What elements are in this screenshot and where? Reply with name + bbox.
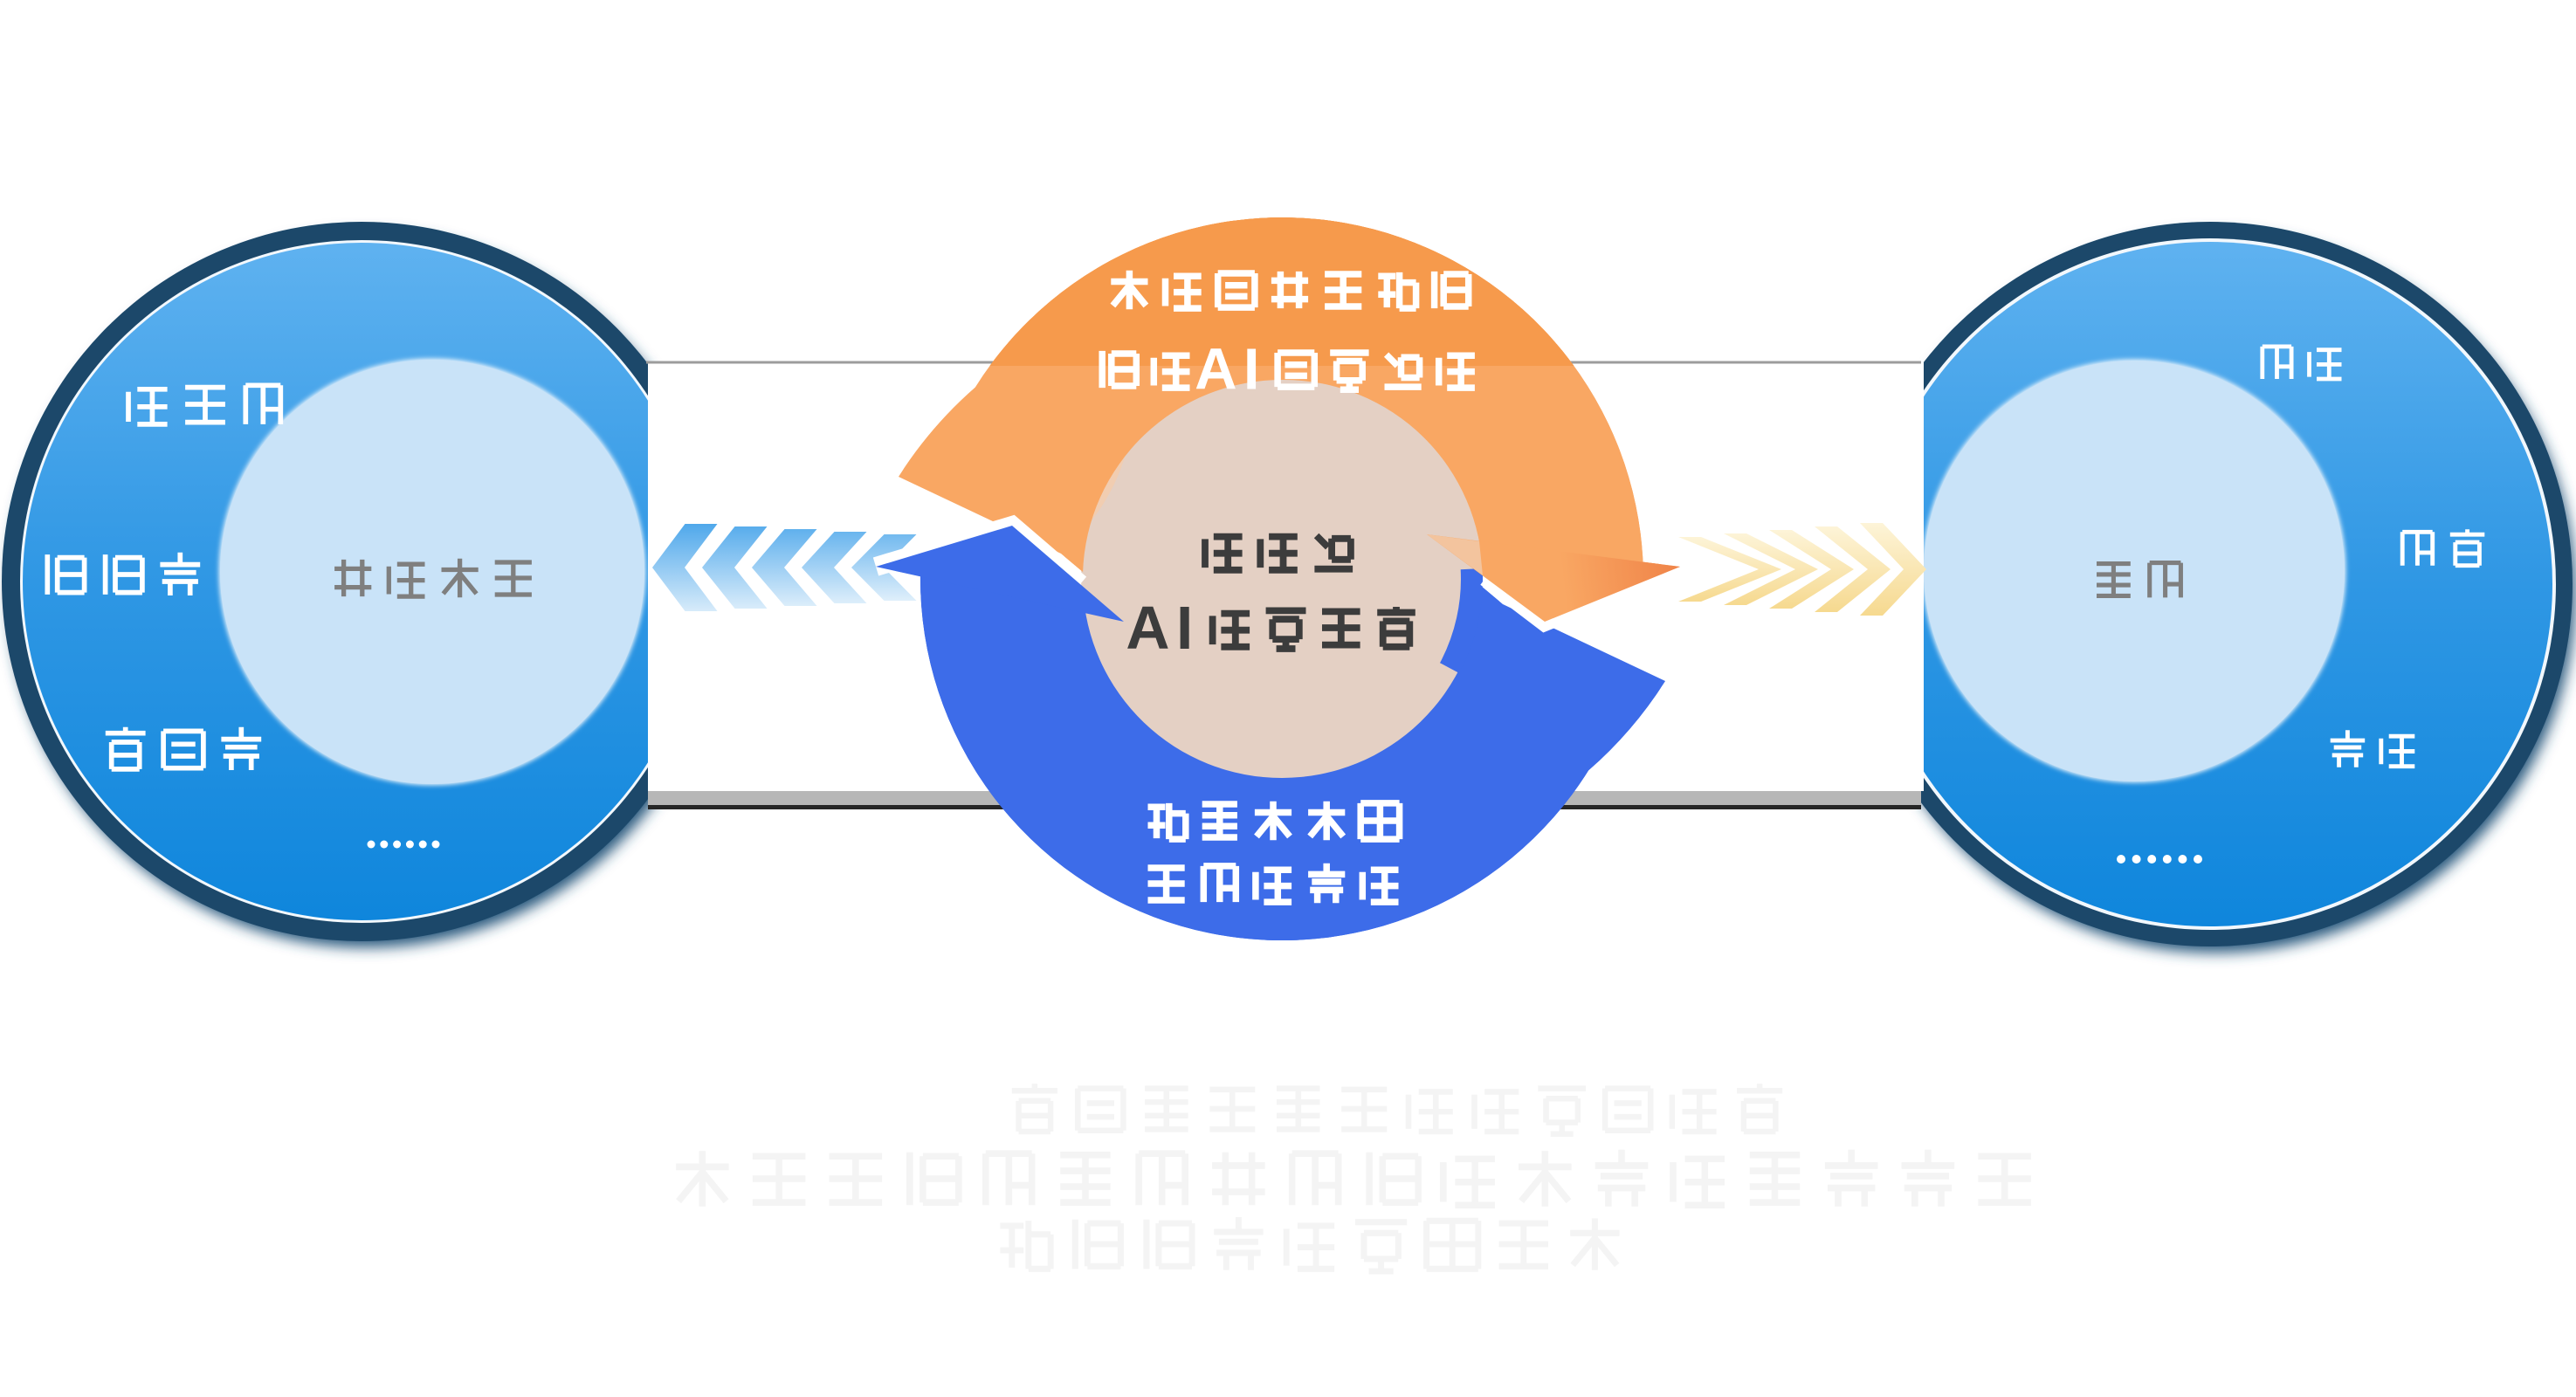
svg-text:I: I	[1176, 594, 1193, 662]
svg-text:A: A	[1195, 337, 1237, 403]
svg-text:A: A	[1126, 594, 1169, 662]
svg-text:I: I	[1243, 337, 1260, 403]
